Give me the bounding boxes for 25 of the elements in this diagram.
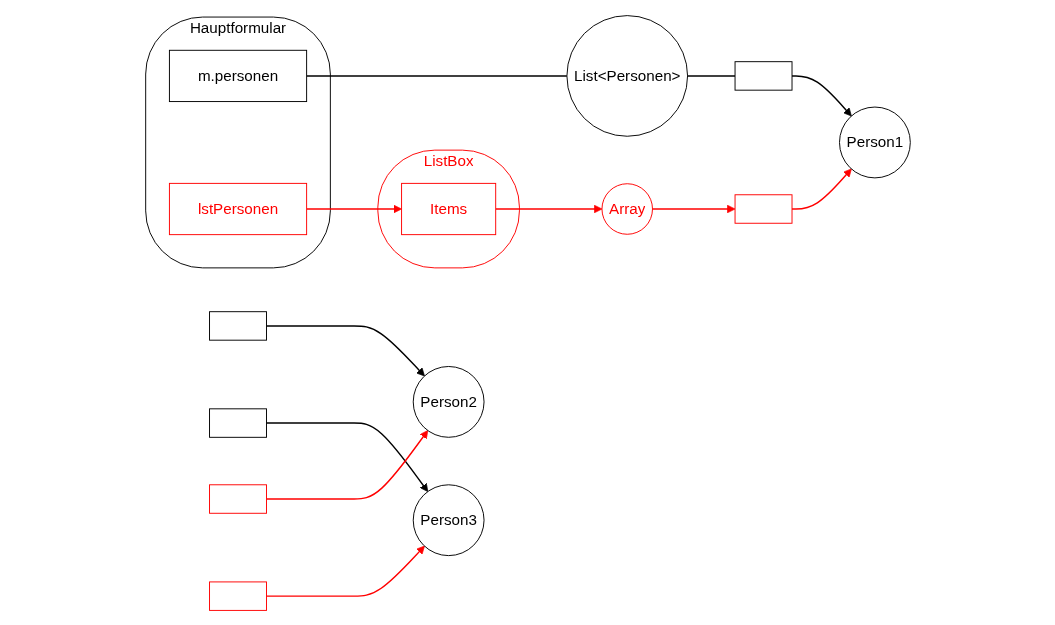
node-box: m.personen [168, 49, 307, 102]
arrow [265, 545, 425, 597]
node-circle: Person3 [412, 483, 485, 556]
node-circle: Person2 [412, 365, 485, 438]
node-box [208, 580, 267, 611]
node-box [208, 483, 267, 514]
node-box [208, 310, 267, 341]
node-circle: Array [601, 182, 653, 235]
connector [686, 74, 736, 77]
node-circle: Person1 [838, 106, 911, 178]
arrow [265, 421, 428, 492]
arrow [790, 168, 852, 210]
node-box [208, 407, 267, 438]
node-box [734, 60, 792, 91]
arrow [494, 204, 602, 213]
arrow [651, 204, 735, 213]
node-circle: List<Personen> [565, 14, 688, 137]
arrow [790, 74, 852, 116]
arrow [265, 324, 425, 376]
arrow [265, 429, 428, 500]
arrow [305, 204, 402, 213]
connector [305, 74, 568, 77]
node-box [734, 193, 792, 224]
node-box: lstPersonen [168, 182, 307, 235]
node-box: Items [400, 182, 496, 235]
